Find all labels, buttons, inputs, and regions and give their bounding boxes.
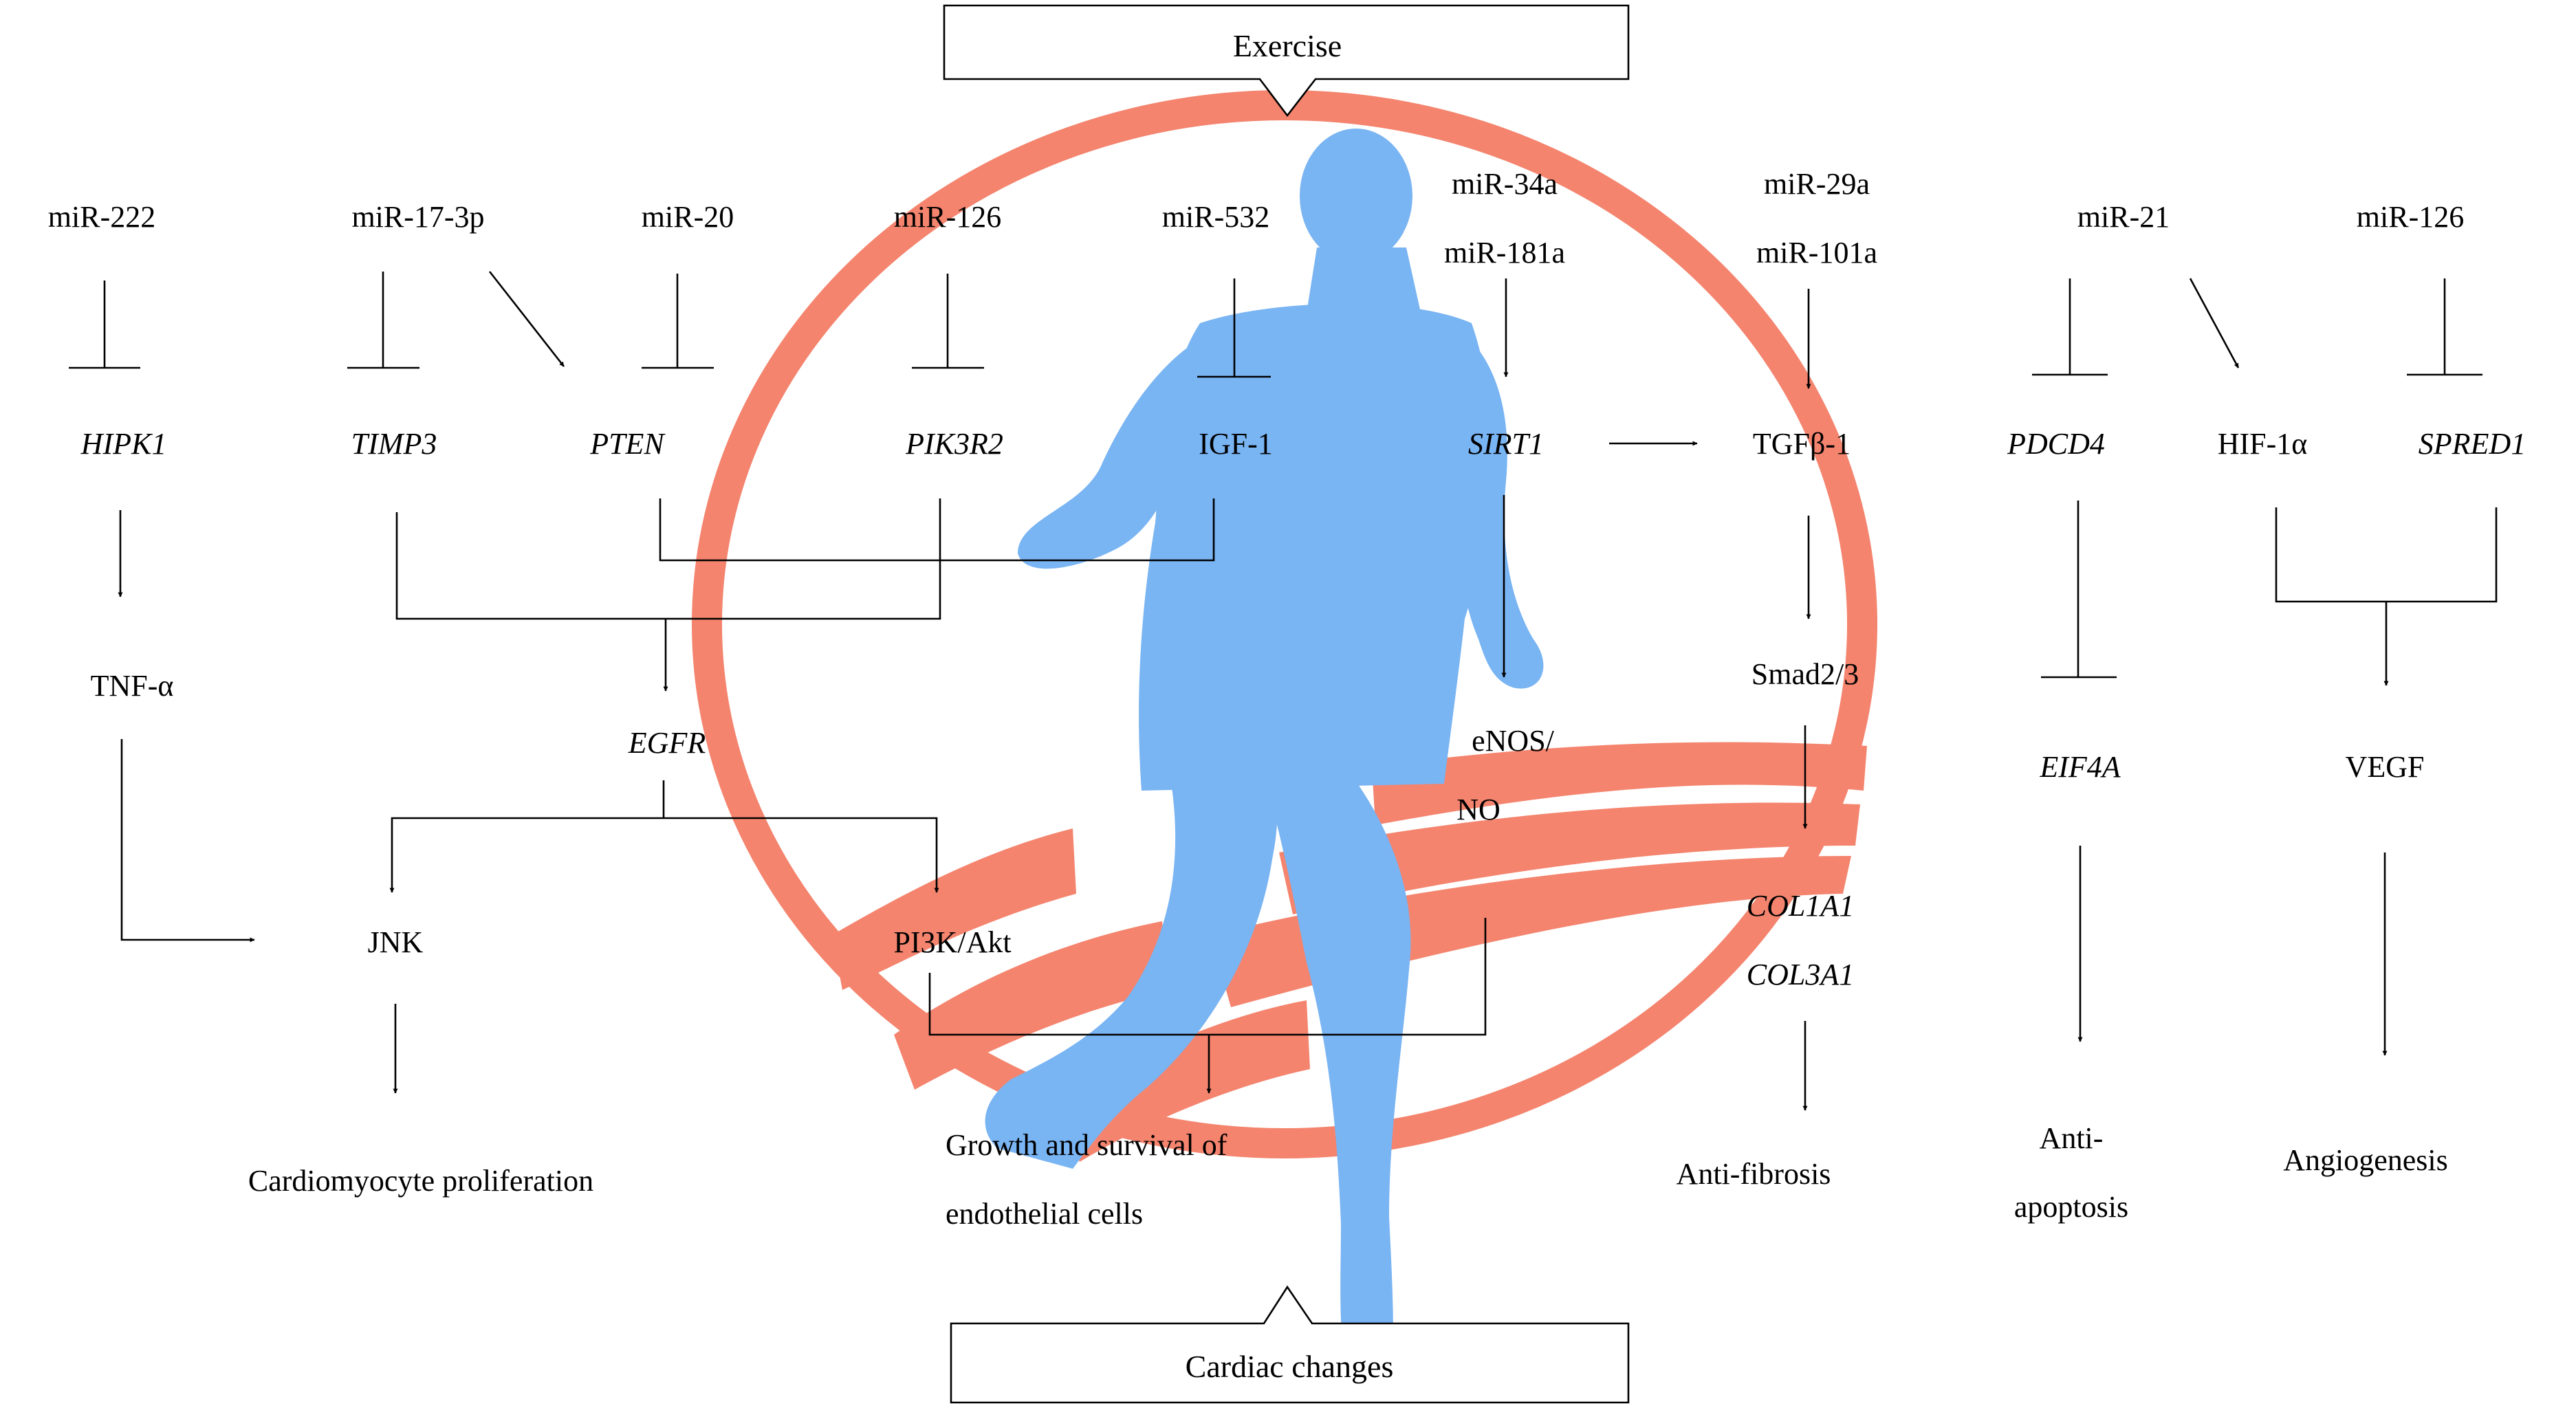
mediator-eif4a: EIF4A [2039, 750, 2121, 784]
target-labels: HIPK1 TIMP3 PTEN PIK3R2 IGF-1 SIRT1 TGFβ… [80, 427, 2526, 461]
mirna-mir-126: miR-126 [894, 200, 1001, 234]
swoosh-6 [1059, 1000, 1310, 1162]
mediator-smad: Smad2/3 [1751, 657, 1859, 691]
target-timp3: TIMP3 [351, 427, 437, 461]
outcome-anti-apoptosis-line1: Anti- [2040, 1121, 2104, 1155]
figure-head [1300, 129, 1412, 263]
figure-right-leg [1265, 770, 1411, 1375]
swoosh-5 [894, 921, 1169, 1090]
swoosh-2 [1279, 802, 1860, 914]
mediator-labels: TNF-α EGFR eNOS/ NO Smad2/3 EIF4A VEGF J… [91, 657, 2425, 991]
connectors [69, 271, 2498, 1111]
mirna-mir-222: miR-222 [48, 200, 155, 234]
target-pdcd4: PDCD4 [2007, 427, 2105, 461]
mediator-no: NO [1456, 793, 1500, 826]
cardiac-changes-callout: Cardiac changes [950, 1285, 1630, 1404]
outcome-angiogenesis: Angiogenesis [2283, 1143, 2448, 1177]
target-spred1: SPRED1 [2419, 427, 2526, 461]
target-pten: PTEN [589, 427, 666, 461]
mediator-pi3k-akt: PI3K/Akt [893, 925, 1011, 959]
mediator-enos: eNOS/ [1472, 724, 1555, 758]
mirna-mir-20: miR-20 [642, 200, 734, 234]
mediator-egfr: EGFR [628, 726, 706, 760]
target-hipk1: HIPK1 [80, 427, 167, 461]
mirna-mir-181a: miR-181a [1444, 236, 1565, 270]
mirna-mir-29a: miR-29a [1764, 167, 1870, 201]
mediator-vegf: VEGF [2346, 750, 2425, 784]
figure-neck [1307, 248, 1420, 313]
swoosh-4 [832, 828, 1076, 990]
human-figure [985, 129, 1544, 1375]
exercise-label: Exercise [1233, 28, 1342, 63]
figure-right-arm [1451, 323, 1544, 689]
target-pik3r2: PIK3R2 [905, 427, 1003, 461]
exercise-callout: Exercise [943, 4, 1630, 118]
mediator-col3a1: COL3A1 [1747, 958, 1854, 991]
outcome-growth-line2: endothelial cells [946, 1197, 1143, 1231]
target-sirt1: SIRT1 [1468, 427, 1544, 461]
target-hif1a: HIF-1α [2218, 427, 2308, 461]
mirna-mir-101a: miR-101a [1756, 236, 1877, 270]
mirna-mir-34a: miR-34a [1452, 167, 1558, 201]
outcome-cardiomyocyte-proliferation: Cardiomyocyte proliferation [248, 1164, 593, 1198]
swoosh-1 [1372, 742, 1867, 825]
outcome-labels: Cardiomyocyte proliferation Growth and s… [248, 1121, 2448, 1231]
mirna-mir-126-right: miR-126 [2357, 200, 2464, 234]
cardiac-changes-box [950, 1285, 1630, 1404]
outcome-anti-apoptosis-line2: apoptosis [2014, 1190, 2128, 1224]
figure-left-arm [1018, 330, 1238, 569]
mirna-mir-17-3p: miR-17-3p [351, 200, 484, 234]
mirna-mir-532: miR-532 [1162, 200, 1269, 234]
figure-torso [1139, 303, 1492, 791]
outcome-anti-fibrosis: Anti-fibrosis [1677, 1157, 1831, 1191]
mediator-tnf-a: TNF-α [91, 669, 174, 703]
mediator-jnk: JNK [368, 925, 424, 959]
mediator-col1a1: COL1A1 [1747, 889, 1854, 923]
cardiac-changes-label: Cardiac changes [1186, 1349, 1394, 1384]
mirna-mir-21: miR-21 [2077, 200, 2170, 234]
exercise-box [943, 4, 1630, 118]
mirna-labels: miR-222 miR-17-3p miR-20 miR-126 miR-532… [48, 167, 2464, 270]
figure-left-leg [985, 770, 1278, 1169]
target-tgfb1: TGFβ-1 [1753, 427, 1851, 461]
outcome-growth-line1: Growth and survival of [946, 1128, 1227, 1162]
target-igf1: IGF-1 [1199, 427, 1273, 461]
